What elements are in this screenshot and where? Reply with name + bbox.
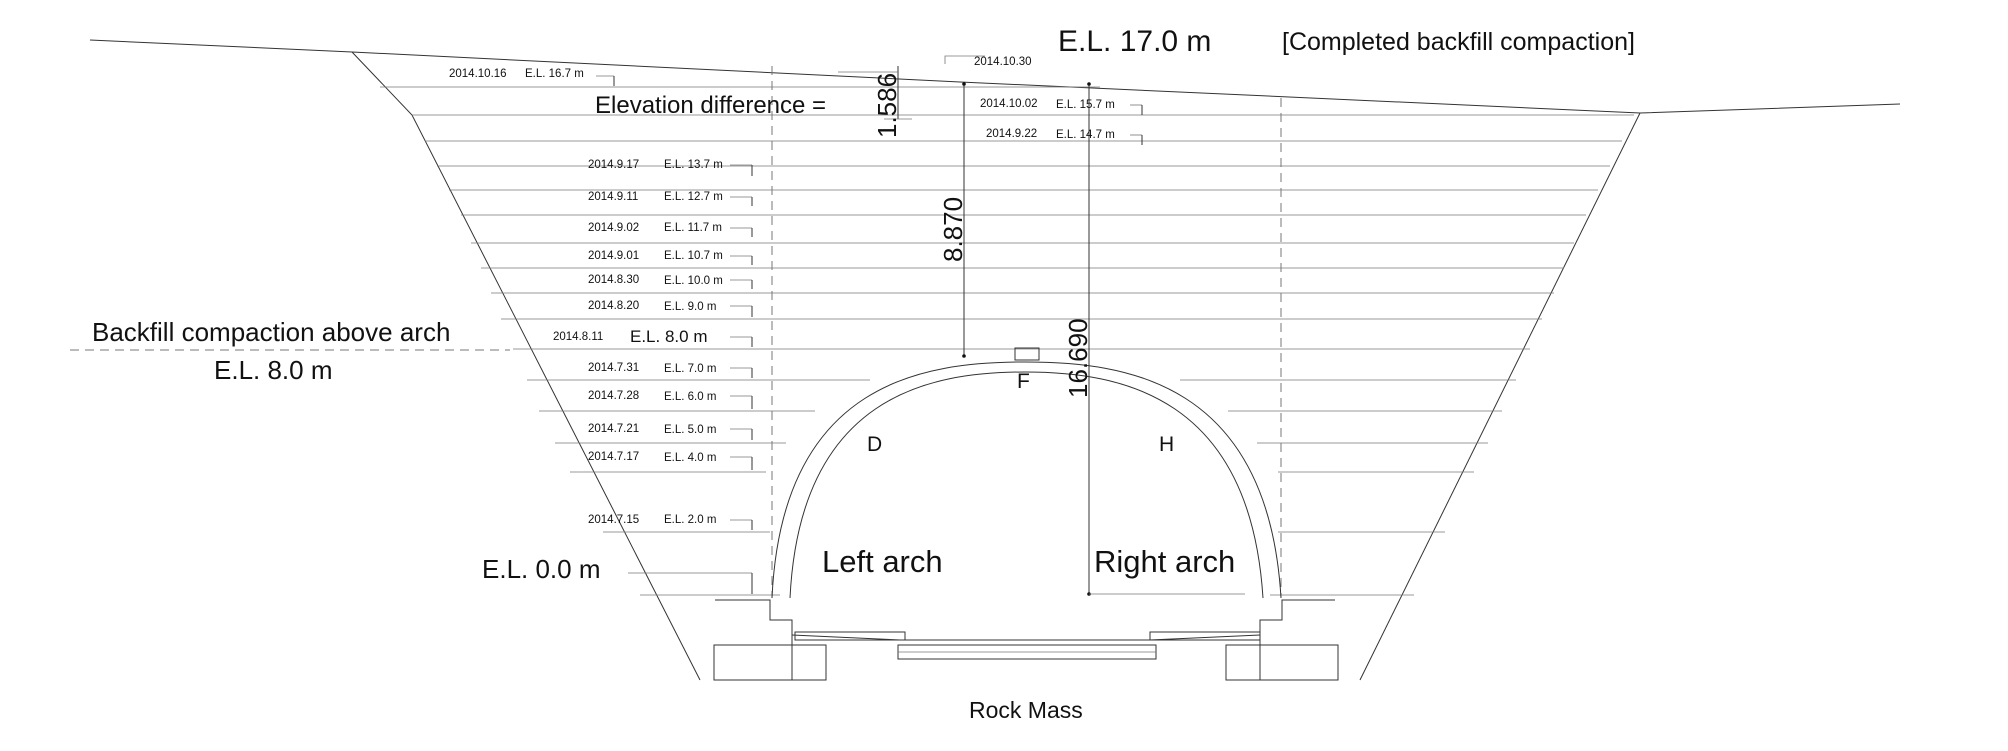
title-note: [Completed backfill compaction] <box>1282 28 1635 56</box>
dimension-lines <box>838 55 1245 596</box>
lift-date: 2014.10.02 <box>980 98 1038 110</box>
backfill-above-arch-elevation: E.L. 8.0 m <box>214 355 333 385</box>
trench-right-wall <box>1359 112 1641 681</box>
lift-date: 2014.9.02 <box>588 222 639 234</box>
lift-date: 2014.8.11 <box>553 331 603 343</box>
left-lift-labels: 2014.10.16 E.L. 16.7 m 2014.9.17 E.L. 13… <box>449 68 723 526</box>
lift-elevation: E.L. 5.0 m <box>664 424 716 436</box>
left-arch-label: Left arch <box>822 544 943 579</box>
lift-date: 2014.7.31 <box>588 362 639 374</box>
lift-elevation: E.L. 11.7 m <box>664 222 722 234</box>
dim-base-to-surface-value: 16.690 <box>1063 318 1093 398</box>
base-elevation-label: E.L. 0.0 m <box>482 554 601 584</box>
right-lift-labels: 2014.10.02 E.L. 15.7 m 2014.9.22 E.L. 14… <box>980 98 1115 141</box>
lift-elevation: E.L. 14.7 m <box>1056 129 1115 141</box>
arch-structure <box>771 347 1282 599</box>
arch-outer <box>771 361 1282 599</box>
backfill-above-arch-label: Backfill compaction above arch <box>92 317 450 347</box>
elevation-difference-value: 1.586 <box>872 73 902 138</box>
elevation-difference-label: Elevation difference = <box>595 92 826 119</box>
top-date: 2014.10.30 <box>974 56 1032 68</box>
lift-date: 2014.7.28 <box>588 390 639 402</box>
lift-date: 2014.9.11 <box>588 191 638 203</box>
point-f-label: F <box>1017 370 1030 393</box>
lift-elevation: E.L. 2.0 m <box>664 514 716 526</box>
title-elevation: E.L. 17.0 m <box>1058 25 1211 58</box>
lift-date: 2014.8.20 <box>588 300 639 312</box>
trench-left-wall <box>351 51 701 681</box>
lift-elevation: E.L. 12.7 m <box>664 191 723 203</box>
point-h-label: H <box>1159 433 1174 456</box>
lift-elevation: E.L. 4.0 m <box>664 452 716 464</box>
lift-date: 2014.9.17 <box>588 159 639 171</box>
foundation <box>713 599 1339 681</box>
lift-elevation: E.L. 13.7 m <box>664 159 723 171</box>
lift-date: 2014.7.17 <box>588 451 639 463</box>
dim-crown-to-surface-value: 8.870 <box>938 197 968 262</box>
lift-elevation: E.L. 15.7 m <box>1056 99 1115 111</box>
rock-mass-label: Rock Mass <box>969 697 1083 723</box>
backfill-lift-lines <box>380 86 1634 596</box>
crown-point-box <box>1014 347 1040 361</box>
lift-elevation: E.L. 7.0 m <box>664 363 716 375</box>
lift-elevation: E.L. 10.7 m <box>664 250 723 262</box>
lift-elevation: E.L. 9.0 m <box>664 301 716 313</box>
lift-date: 2014.10.16 <box>449 68 507 80</box>
lift-elevation: E.L. 16.7 m <box>525 68 584 80</box>
lift-date: 2014.9.22 <box>986 128 1037 140</box>
point-d-label: D <box>867 433 882 456</box>
lift-elevation: E.L. 10.0 m <box>664 275 723 287</box>
lift-elevation: E.L. 8.0 m <box>630 327 707 346</box>
lift-date: 2014.7.21 <box>588 423 639 435</box>
arch-inner <box>789 371 1264 599</box>
lift-elevation: E.L. 6.0 m <box>664 391 716 403</box>
lift-leaders <box>596 75 1143 594</box>
lift-date: 2014.9.01 <box>588 250 639 262</box>
ground-surface-line <box>89 39 1901 114</box>
lift-date: 2014.8.30 <box>588 274 639 286</box>
right-arch-label: Right arch <box>1094 544 1235 579</box>
lift-date: 2014.7.15 <box>588 514 639 526</box>
